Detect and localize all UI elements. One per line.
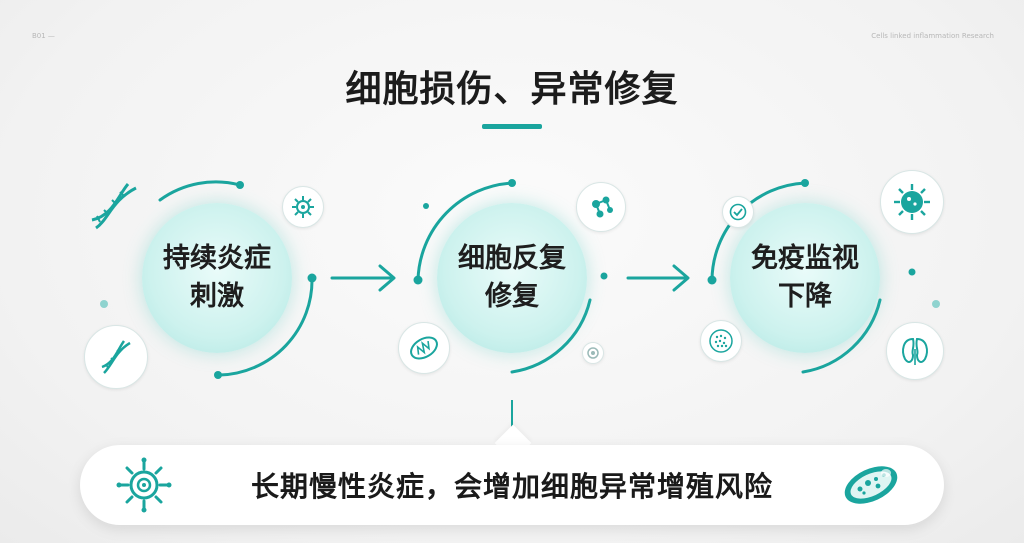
stage3-dot-left xyxy=(707,275,717,285)
page-title: 细胞损伤、异常修复 xyxy=(345,69,679,110)
stage1-arc-top xyxy=(158,180,242,202)
dna-icon xyxy=(84,325,148,389)
stage1-dot-right xyxy=(307,273,317,283)
stage2-arc-bottom xyxy=(510,298,592,374)
dna-icon xyxy=(88,180,144,236)
cell-icon xyxy=(582,342,604,364)
conclusion-text: 长期慢性炎症，会增加细胞异常增殖风险 xyxy=(250,470,773,503)
arrow-1-head xyxy=(378,264,396,292)
stage1-dot-left xyxy=(100,300,108,308)
stage-label: 持续炎症刺激 xyxy=(163,243,271,312)
porous-cell-icon xyxy=(700,320,742,362)
virus-icon xyxy=(282,186,324,228)
corner-label-left: B01 — xyxy=(32,32,55,40)
kidney-icon xyxy=(886,322,944,380)
arrow-2-head xyxy=(672,264,690,292)
bacteria-icon xyxy=(880,170,944,234)
stage1-dot-top xyxy=(236,181,244,189)
stage2-arc-top xyxy=(416,181,514,282)
stage-immune-decline: 免疫监视下降 xyxy=(730,203,880,353)
molecule-icon xyxy=(576,182,626,232)
stage3-dot-top xyxy=(801,179,809,187)
virus-icon xyxy=(116,457,172,513)
stage1-dot-bottom xyxy=(214,371,222,379)
stage-label: 细胞反复修复 xyxy=(458,243,566,312)
stage1-arc-bottom xyxy=(218,276,314,377)
stage2-dot-small xyxy=(423,203,429,209)
stage3-dot-far-right xyxy=(932,300,940,308)
corner-label-right: Cells linked inflammation Research xyxy=(871,32,994,40)
stage3-dot-right xyxy=(908,268,916,276)
mitochondria-icon xyxy=(398,322,450,374)
shield-icon xyxy=(722,196,754,228)
bacteria-icon xyxy=(838,457,904,513)
title-underline xyxy=(482,124,542,129)
stage2-dot-right xyxy=(600,272,608,280)
stage-label: 免疫监视下降 xyxy=(751,243,859,312)
stage-cell-repair: 细胞反复修复 xyxy=(437,203,587,353)
stage3-arc-bottom xyxy=(801,298,882,374)
stage2-dot-left xyxy=(413,275,423,285)
conclusion-banner: 长期慢性炎症，会增加细胞异常增殖风险 xyxy=(80,445,944,525)
stage-inflammation: 持续炎症刺激 xyxy=(142,203,292,353)
stage2-dot-top xyxy=(508,179,516,187)
